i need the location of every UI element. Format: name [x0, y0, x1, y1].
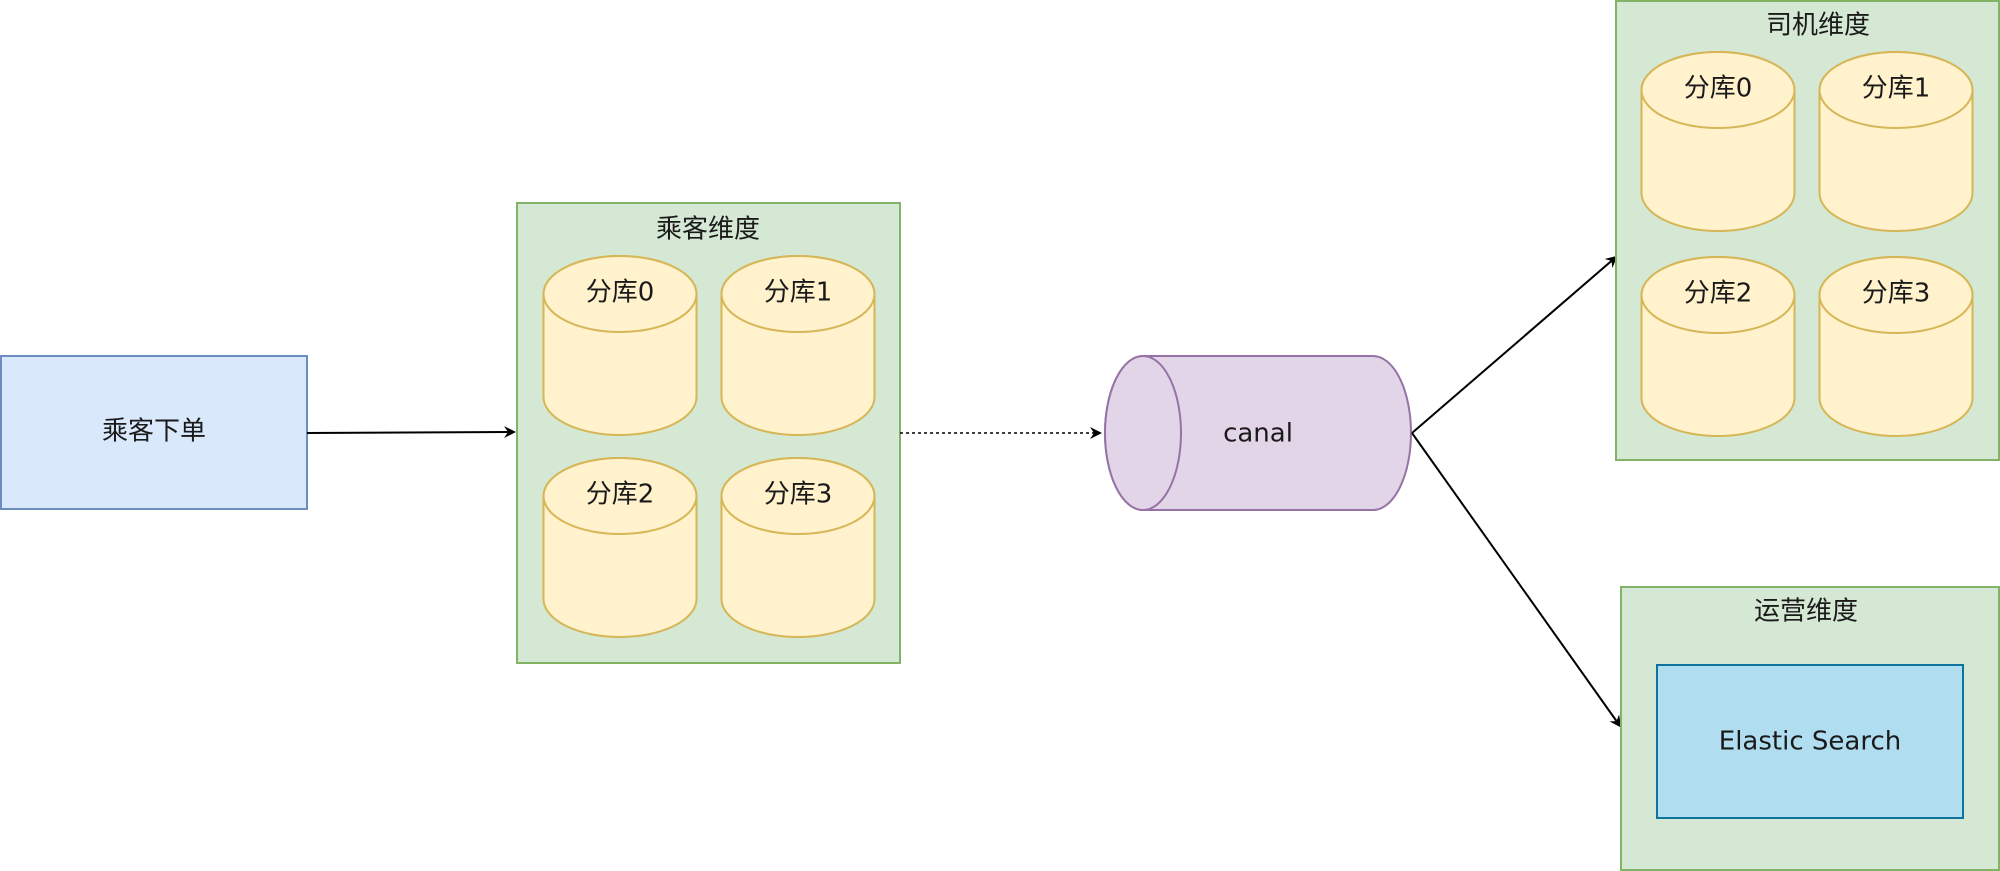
passenger-shard-2: 分库2: [542, 457, 698, 638]
elastic-search-node: [1656, 664, 1964, 819]
canal-label: canal: [1223, 419, 1293, 449]
ops-group: 运营维度 Elastic Search: [1620, 586, 2000, 871]
driver-shard-2: 分库2: [1640, 256, 1796, 437]
driver-shard-3: 分库3: [1818, 256, 1974, 437]
driver-shard-1: 分库1: [1818, 51, 1974, 232]
arrow-canal-to-driver: [1411, 255, 1618, 434]
arrow-canal-to-ops: [1411, 432, 1622, 728]
passenger-shard-3-label: 分库3: [764, 480, 833, 510]
order-node-label: 乘客下单: [102, 417, 206, 447]
arrow-order-to-passenger: [306, 426, 516, 439]
passenger-shard-3: 分库3: [720, 457, 876, 638]
driver-shard-1-label: 分库1: [1862, 74, 1931, 104]
passenger-shard-0-label: 分库0: [586, 278, 655, 308]
canal-node: canal: [1104, 355, 1412, 511]
passenger-shard-1: 分库1: [720, 255, 876, 436]
driver-shard-3-label: 分库3: [1862, 279, 1931, 309]
passenger-group-title: 乘客维度: [656, 215, 760, 245]
ops-group-title: 运营维度: [1754, 597, 1858, 627]
passenger-group: 乘客维度 分库0 分库1 分库2 分库3: [516, 202, 901, 664]
driver-group-title: 司机维度: [1766, 11, 1870, 41]
passenger-shard-1-label: 分库1: [764, 278, 833, 308]
driver-shard-0: 分库0: [1640, 51, 1796, 232]
driver-shard-0-label: 分库0: [1684, 74, 1753, 104]
driver-group: 司机维度 分库0 分库1 分库2 分库3: [1615, 0, 2000, 461]
order-node: 乘客下单: [0, 355, 308, 510]
passenger-shard-2-label: 分库2: [586, 480, 655, 510]
driver-shard-2-label: 分库2: [1684, 279, 1753, 309]
passenger-shard-0: 分库0: [542, 255, 698, 436]
elastic-search-label: Elastic Search: [1719, 727, 1901, 757]
